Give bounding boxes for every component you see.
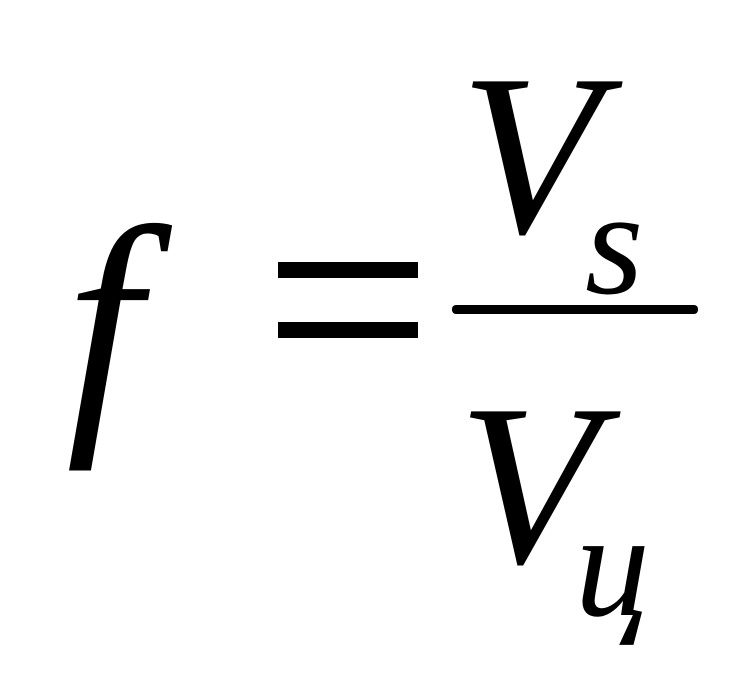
formula-lhs-variable: f — [66, 173, 142, 472]
numerator-symbol: V — [460, 27, 601, 282]
numerator-subscript: s — [585, 160, 644, 326]
denominator-symbol: V — [458, 357, 599, 612]
equals-sign-top-bar — [278, 262, 418, 278]
fraction-bar — [452, 305, 698, 314]
denominator-subscript: ц — [575, 482, 650, 648]
equals-sign-bottom-bar — [278, 322, 418, 338]
